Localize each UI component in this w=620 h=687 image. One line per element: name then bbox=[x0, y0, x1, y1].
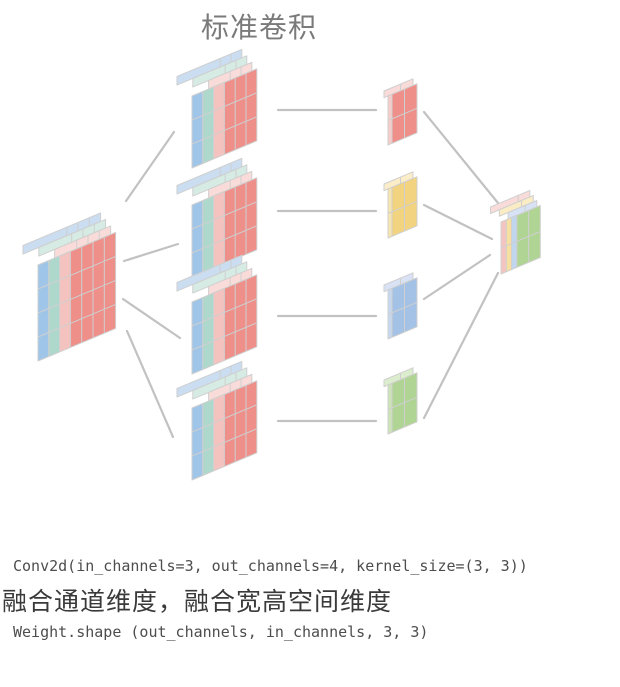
row-line bbox=[191, 298, 257, 327]
row-line bbox=[387, 396, 418, 410]
channel-side-strip bbox=[191, 200, 204, 278]
connector-lines bbox=[121, 108, 500, 439]
convolution-diagram bbox=[22, 48, 541, 481]
input-tensor bbox=[22, 212, 117, 362]
line-map1-output bbox=[422, 110, 500, 205]
row-line bbox=[387, 200, 418, 214]
channel-side-strip bbox=[202, 195, 215, 273]
line-map2-output bbox=[422, 203, 494, 241]
channel-side-strip bbox=[213, 393, 225, 472]
front-face bbox=[223, 380, 258, 467]
channel-side-strip bbox=[191, 403, 204, 481]
code-line-conv2d: Conv2d(in_channels=3, out_channels=4, ke… bbox=[13, 557, 528, 575]
row-line bbox=[191, 116, 257, 145]
row-line bbox=[37, 303, 116, 338]
row-line bbox=[37, 279, 116, 314]
channel-side-strip bbox=[213, 287, 225, 366]
line-input-kernel-4 bbox=[125, 329, 175, 439]
feature-map-4 bbox=[383, 367, 418, 435]
row-line bbox=[387, 107, 418, 121]
page-title: 标准卷积 bbox=[200, 12, 318, 43]
row-line bbox=[500, 231, 541, 249]
channel-side-strip bbox=[191, 297, 204, 375]
line-input-kernel-2 bbox=[122, 242, 180, 263]
row-line bbox=[191, 201, 257, 230]
output-tensor bbox=[490, 190, 541, 275]
row-line bbox=[37, 255, 116, 290]
caption-text: 融合通道维度，融合宽高空间维度 bbox=[2, 588, 393, 616]
line-map3-output bbox=[422, 253, 492, 301]
row-line bbox=[191, 428, 257, 457]
channel-side-strip bbox=[202, 86, 215, 164]
channel-side-strip bbox=[202, 292, 215, 370]
channel-side-strip bbox=[202, 398, 215, 476]
front-face bbox=[223, 177, 258, 264]
channel-side-strip bbox=[213, 81, 225, 160]
kernel-tensor-1 bbox=[176, 48, 258, 169]
kernel-tensor-3 bbox=[176, 254, 258, 375]
feature-map-1 bbox=[383, 78, 418, 146]
feature-map-3 bbox=[383, 272, 418, 340]
front-face bbox=[223, 68, 258, 155]
feature-map-2 bbox=[383, 171, 418, 239]
row-line bbox=[191, 225, 257, 254]
diagram-canvas: 标准卷积 Conv2d(in_channels=3, out_channels=… bbox=[2, 12, 541, 641]
row-line bbox=[191, 404, 257, 433]
front-face bbox=[223, 274, 258, 361]
kernel-tensor-4 bbox=[176, 360, 258, 481]
kernel-tensor-2 bbox=[176, 157, 258, 278]
channel-side-strip bbox=[213, 190, 225, 269]
row-line bbox=[387, 301, 418, 315]
code-line-weight-shape: Weight.shape (out_channels, in_channels,… bbox=[13, 623, 429, 641]
channel-side-strip bbox=[191, 91, 204, 169]
line-input-kernel-3 bbox=[121, 297, 182, 340]
row-line bbox=[191, 92, 257, 121]
line-map4-output bbox=[422, 271, 500, 420]
row-line bbox=[191, 322, 257, 351]
line-input-kernel-1 bbox=[124, 130, 176, 203]
